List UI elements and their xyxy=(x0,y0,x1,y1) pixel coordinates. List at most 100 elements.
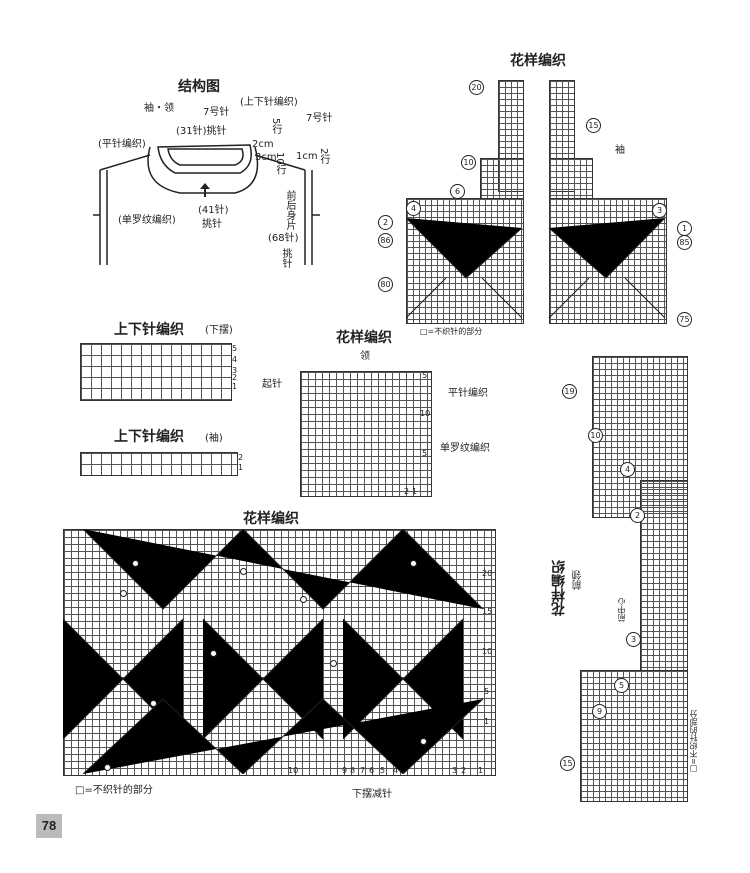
sleeve-legend: □=不织针的部分 xyxy=(420,327,483,336)
mark-15-neck: 15 xyxy=(560,756,575,771)
collar-row-5b: 5 xyxy=(422,449,428,458)
ribbing-label: (上下针编织) xyxy=(240,97,298,108)
main-col-6: 6 xyxy=(369,766,375,775)
front-center-label: 前中心 xyxy=(617,598,626,622)
structure-title: 结构图 xyxy=(178,79,220,95)
mark-4-neck: 4 xyxy=(620,462,635,477)
cm2-label: 2cm xyxy=(252,139,274,150)
hem-ribbing-title: 上下针编织 xyxy=(114,322,184,338)
hem-row-4: 4 xyxy=(232,355,238,364)
main-col-8: 8 xyxy=(350,766,356,775)
mark-1: 1 xyxy=(677,221,692,236)
rows5-label: 5行 xyxy=(270,118,281,135)
sleeve-pattern-title: 花样编织 xyxy=(510,53,566,69)
mark-85: 85 xyxy=(677,235,692,250)
yo-circle xyxy=(330,660,337,667)
pickup-41-label: (41针) xyxy=(198,205,229,216)
hem-ribbing-sub: (下摆) xyxy=(205,325,233,336)
main-col-10: 10 xyxy=(288,766,299,775)
sleeve-row-1: 1 xyxy=(238,463,244,472)
sleeve-ribbing-title: 上下针编织 xyxy=(114,429,184,445)
sleeve-row-2: 2 xyxy=(238,453,244,462)
main-row-10: 10 xyxy=(482,647,493,656)
mark-2: 2 xyxy=(378,215,393,230)
collar-chart xyxy=(300,371,432,497)
main-legend: □=不织针的部分 xyxy=(75,785,153,796)
mark-6: 6 xyxy=(450,184,465,199)
yo-circle xyxy=(120,590,127,597)
mark-3: 3 xyxy=(652,203,667,218)
collar-plain-label: 平针编织 xyxy=(448,388,488,399)
pickup-label: 挑针 xyxy=(202,219,222,230)
collar-title: 花样编织 xyxy=(336,330,392,346)
main-col-3: 3 xyxy=(452,766,458,775)
main-col-2: 2 xyxy=(461,766,467,775)
hem-row-2: 2 xyxy=(232,373,238,382)
hem-row-5: 5 xyxy=(232,344,238,353)
yo-circle xyxy=(150,700,157,707)
mark-10-neck: 10 xyxy=(588,428,603,443)
yo-circle xyxy=(300,596,307,603)
plain-knit-label: (平针编织) xyxy=(98,139,146,150)
hem-ribbing-chart xyxy=(80,343,232,401)
yo-circle xyxy=(420,738,427,745)
front-neck-sub: 前领 xyxy=(573,570,584,590)
collar-col-1: 1 xyxy=(412,487,418,496)
cm1-label: 1cm xyxy=(296,151,318,162)
sleeve-chart-diagonals xyxy=(406,217,666,319)
rows10-label: 10行 xyxy=(274,152,285,175)
front-neck-chart-lower xyxy=(580,670,688,802)
collar-row-5a: 5 xyxy=(422,371,428,380)
collar-row-10: 10 xyxy=(420,409,431,418)
sleeve-ribbing-sub: (袖) xyxy=(205,433,223,444)
front-neck-title: 花样编织 xyxy=(551,560,567,616)
sleeve-chart-right-mid xyxy=(549,158,593,200)
front-neck-chart-middle xyxy=(640,480,688,672)
pickup-label-2: 挑针 xyxy=(280,248,291,268)
mark-10: 10 xyxy=(461,155,476,170)
main-row-20: 20 xyxy=(482,569,493,578)
mark-75: 75 xyxy=(677,312,692,327)
main-row-5: 5 xyxy=(484,687,490,696)
sleeve-neck-label: 袖・领 xyxy=(144,103,174,114)
mark-86: 86 xyxy=(378,233,393,248)
yo-circle xyxy=(410,560,417,567)
yo-circle xyxy=(132,560,139,567)
collar-sub: 领 xyxy=(360,351,370,362)
mark-2-neck: 2 xyxy=(630,508,645,523)
structure-drawing xyxy=(93,144,320,265)
mark-4: 4 xyxy=(406,201,421,216)
hem-row-3: 3 xyxy=(232,366,238,375)
main-col-7: 7 xyxy=(360,766,366,775)
main-pattern-diagonals xyxy=(63,529,484,774)
hem-row-1: 1 xyxy=(232,382,238,391)
rows2-label: 2行 xyxy=(318,148,329,165)
yo-circle xyxy=(210,650,217,657)
needle-size-label: 7号针 xyxy=(203,107,230,118)
pickup-68-label: (68针) xyxy=(268,233,299,244)
mark-15: 15 xyxy=(586,118,601,133)
collar-rib-label: 单罗纹编织 xyxy=(440,443,490,454)
mark-80: 80 xyxy=(378,277,393,292)
single-rib-label: (单罗纹编织) xyxy=(118,215,176,226)
mark-9-neck: 9 xyxy=(592,704,607,719)
main-pattern-title: 花样编织 xyxy=(243,511,299,527)
page-number: 78 xyxy=(36,814,62,838)
front-neck-legend: □=不织针的部分 xyxy=(689,710,698,774)
hem-decrease-label: 下摆减针 xyxy=(352,789,392,800)
pickup-31-label: (31针)挑针 xyxy=(176,126,227,137)
main-col-9: 9 xyxy=(342,766,348,775)
needle-size-label-2: 7号针 xyxy=(306,113,333,124)
yo-circle xyxy=(240,568,247,575)
sleeve-ribbing-chart xyxy=(80,452,238,476)
front-back-label: 前后身片 xyxy=(284,190,295,230)
mark-20: 20 xyxy=(469,80,484,95)
mark-19: 19 xyxy=(562,384,577,399)
cast-on-label: 起针 xyxy=(262,379,282,390)
yo-circle xyxy=(104,764,111,771)
main-col-5: 5 xyxy=(380,766,386,775)
sleeve-chart-left-body xyxy=(406,198,524,324)
main-col-1: 1 xyxy=(478,766,484,775)
sleeve-chart-left-mid xyxy=(480,158,524,200)
collar-col-2: 2 xyxy=(404,487,410,496)
